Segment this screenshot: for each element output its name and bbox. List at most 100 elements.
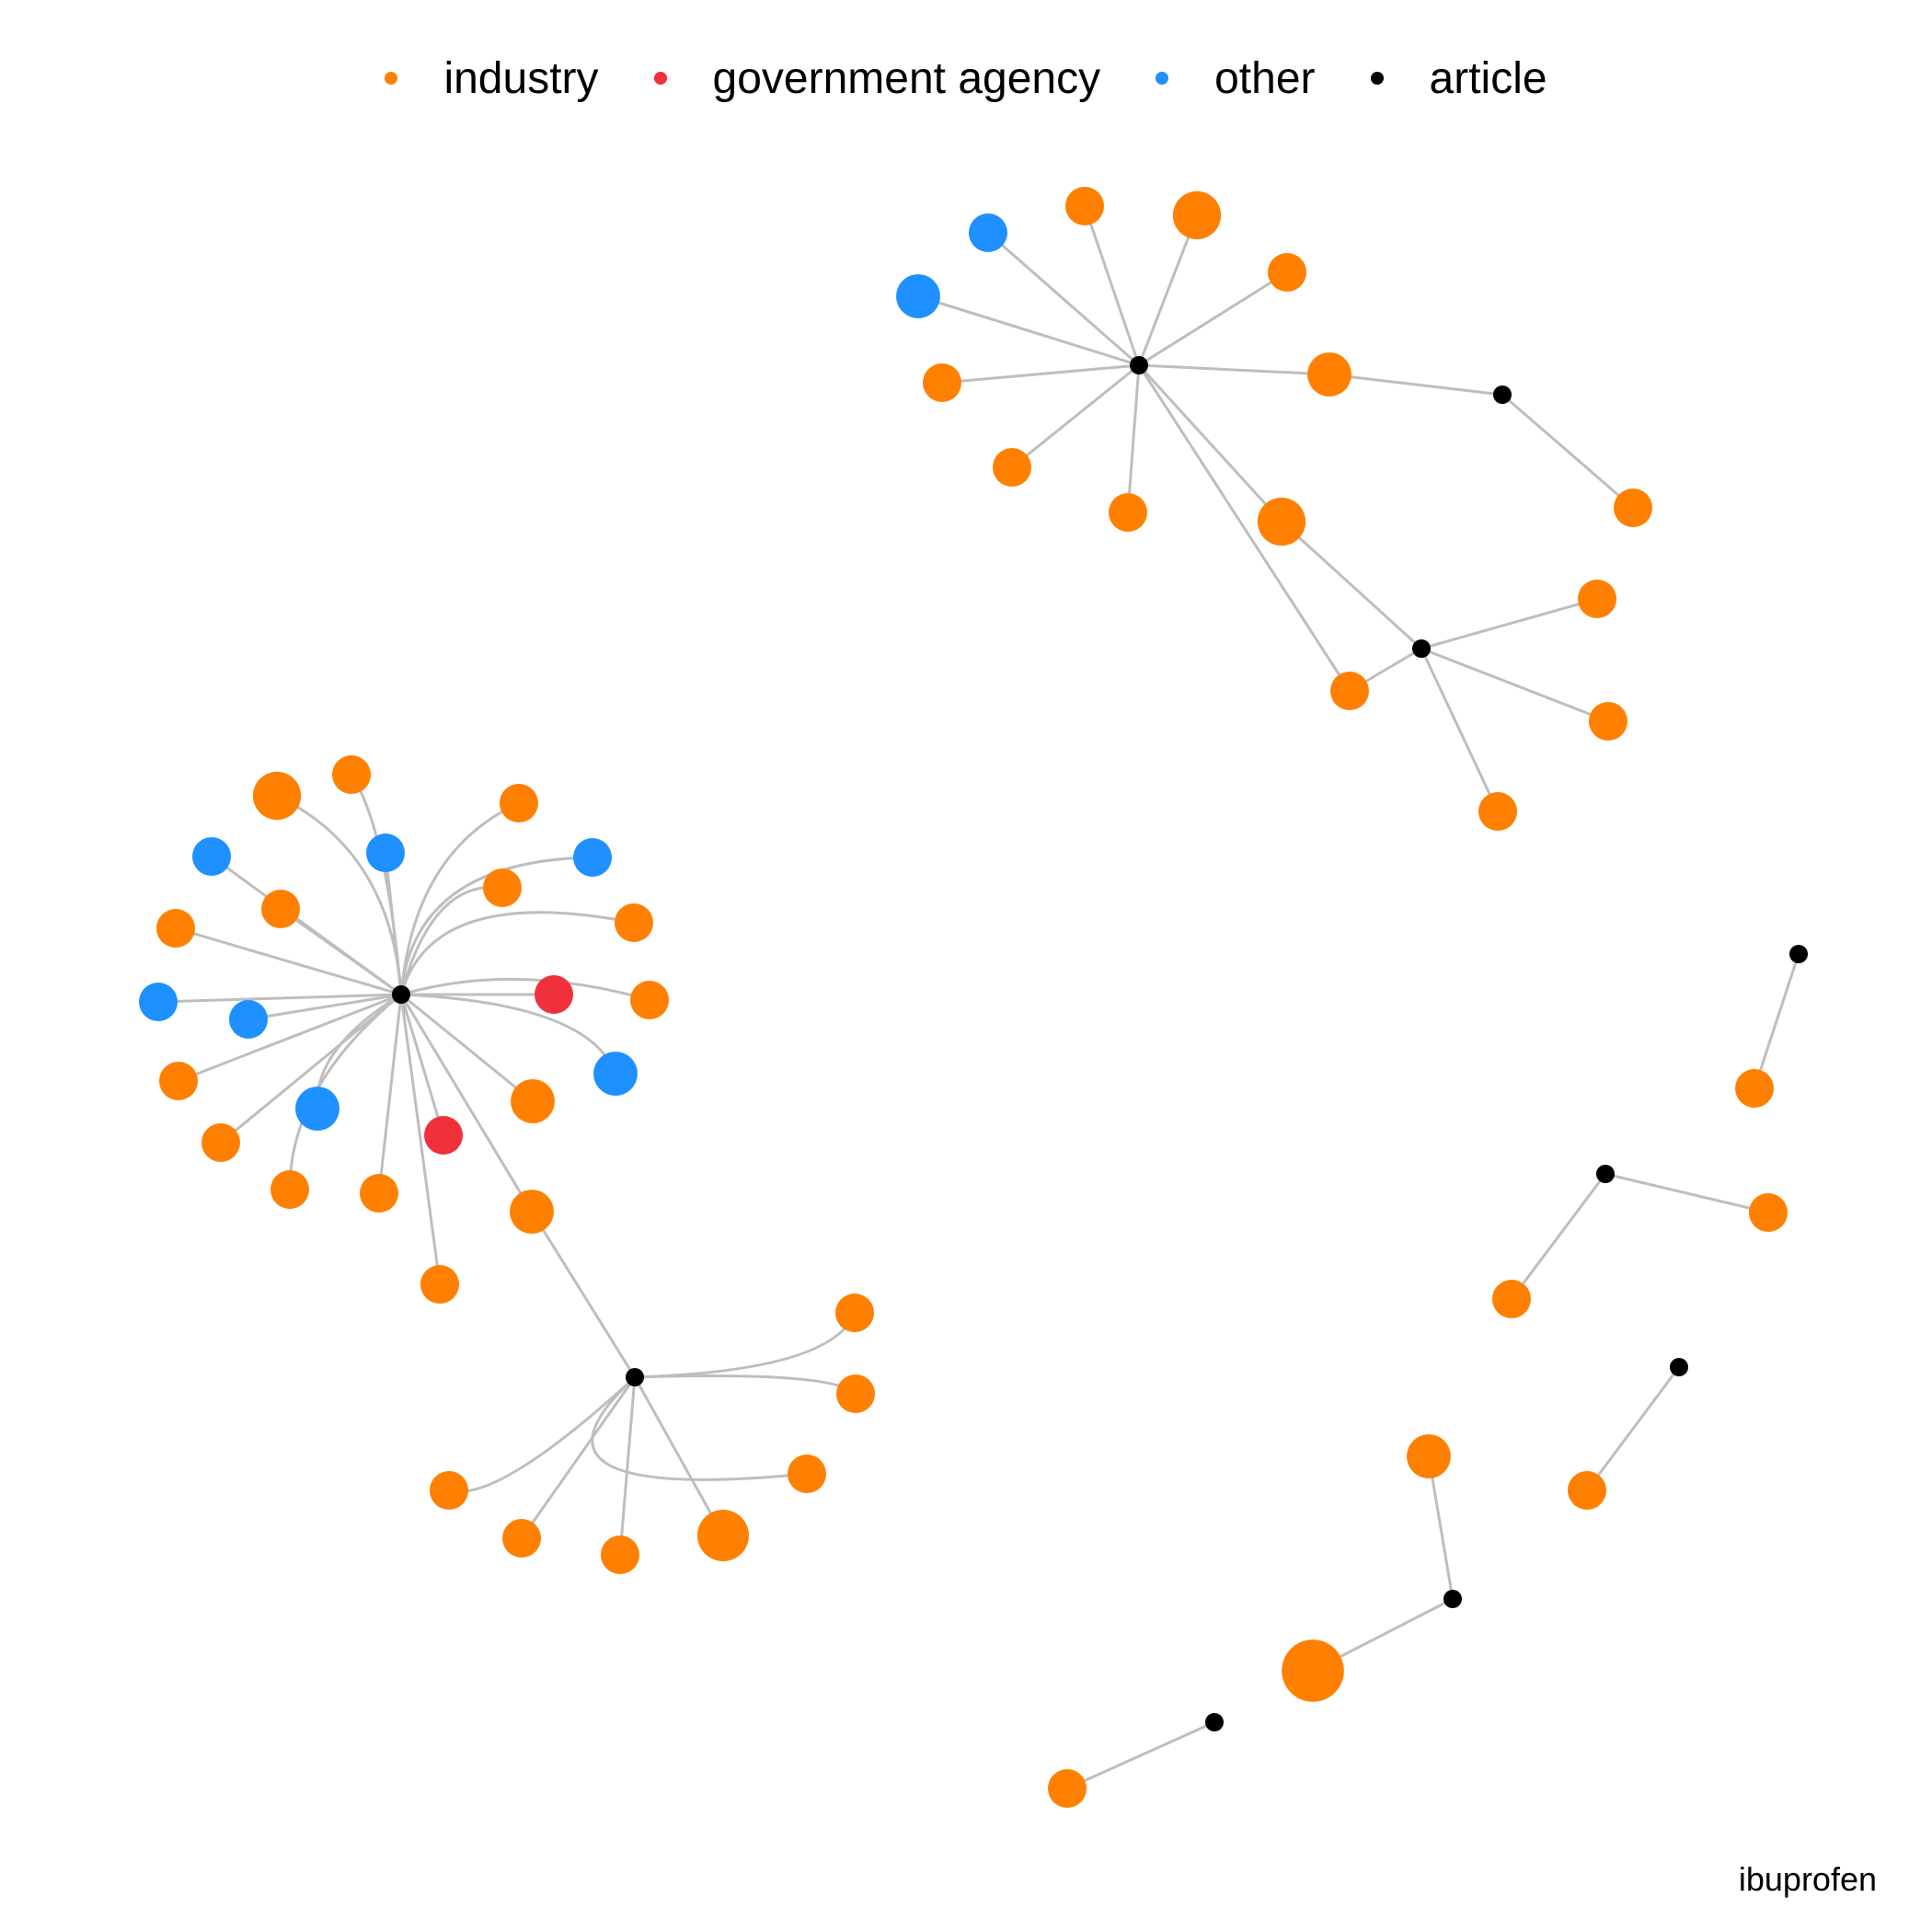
edge-A1-b1 bbox=[350, 774, 403, 995]
edge-A1-b10 bbox=[175, 926, 402, 996]
edge-A2-c4 bbox=[448, 1375, 637, 1493]
node-b22 bbox=[360, 1174, 398, 1213]
node-A8 bbox=[1670, 1358, 1688, 1376]
node-A2 bbox=[626, 1368, 644, 1386]
node-A9 bbox=[1443, 1590, 1462, 1608]
node-b14 bbox=[535, 975, 573, 1014]
node-t2 bbox=[1065, 187, 1104, 225]
node-b17 bbox=[201, 1123, 240, 1162]
node-c5 bbox=[502, 1519, 541, 1558]
edge-A3-t2 bbox=[1083, 205, 1141, 366]
edge-A1-b17 bbox=[220, 993, 402, 1144]
node-b7 bbox=[573, 838, 612, 877]
node-b23 bbox=[420, 1265, 459, 1304]
edge-A3-t6 bbox=[941, 363, 1140, 385]
node-A10 bbox=[1205, 1713, 1224, 1731]
node-A3 bbox=[1130, 356, 1148, 374]
node-b19 bbox=[270, 1170, 309, 1209]
edge-A1-b4 bbox=[384, 852, 403, 995]
edge-A10-s7 bbox=[1066, 1720, 1215, 1790]
edge-A2-b24 bbox=[530, 1211, 637, 1378]
edge-A2-c1 bbox=[634, 1312, 857, 1379]
node-t13 bbox=[1578, 580, 1616, 618]
node-t8 bbox=[993, 448, 1031, 487]
node-b24 bbox=[510, 1190, 554, 1234]
edge-A3-t8 bbox=[1011, 363, 1140, 469]
node-b21 bbox=[424, 1116, 463, 1155]
graph-caption: ibuprofen bbox=[1738, 1860, 1877, 1898]
edge-A1-b15 bbox=[178, 993, 402, 1083]
node-t4 bbox=[1268, 253, 1306, 292]
node-A4 bbox=[1493, 385, 1512, 404]
node-c7 bbox=[697, 1510, 749, 1561]
edge-A1-b6 bbox=[399, 911, 635, 995]
edge-A5-t15 bbox=[1420, 648, 1500, 812]
node-A6 bbox=[1789, 945, 1808, 963]
legend-label-article: article bbox=[1429, 53, 1547, 103]
node-b13 bbox=[229, 1000, 268, 1039]
node-b9 bbox=[261, 890, 300, 928]
node-c2 bbox=[836, 1374, 875, 1413]
legend-dot-article bbox=[1370, 72, 1384, 85]
node-b8 bbox=[192, 837, 231, 876]
edge-A2-c7 bbox=[633, 1376, 725, 1536]
legend-label-industry: industry bbox=[443, 53, 599, 103]
legend-dot-industry bbox=[385, 72, 398, 85]
edge-A5-t10 bbox=[1280, 520, 1423, 650]
node-t6 bbox=[923, 363, 961, 402]
node-c4 bbox=[430, 1471, 468, 1510]
legend-item-other: other bbox=[1156, 53, 1316, 104]
legend-item-industry: industry bbox=[385, 53, 599, 104]
node-b1 bbox=[332, 755, 371, 794]
node-t12 bbox=[1614, 489, 1652, 527]
node-c6 bbox=[601, 1535, 639, 1574]
nodes-layer bbox=[139, 187, 1808, 1808]
legend-item-government-agency: government agency bbox=[653, 53, 1101, 104]
legend-label-government-agency: government agency bbox=[712, 53, 1101, 103]
node-b4 bbox=[366, 834, 405, 872]
legend: industry government agency other article bbox=[0, 46, 1932, 110]
edge-A2-c3 bbox=[591, 1375, 808, 1481]
edge-A5-t14 bbox=[1420, 647, 1609, 723]
legend-item-article: article bbox=[1370, 53, 1547, 104]
node-c3 bbox=[788, 1455, 826, 1493]
node-t15 bbox=[1478, 792, 1517, 831]
edge-A1-b16 bbox=[400, 993, 617, 1075]
edge-A3-t3 bbox=[1137, 214, 1199, 366]
edge-A2-c2 bbox=[634, 1374, 857, 1396]
edge-A1-b21 bbox=[399, 994, 445, 1136]
edge-A1-b23 bbox=[399, 994, 442, 1285]
node-t3 bbox=[1172, 190, 1222, 240]
node-b2 bbox=[252, 771, 302, 821]
node-t7 bbox=[1307, 352, 1351, 397]
edge-A2-c6 bbox=[618, 1376, 637, 1556]
edge-A9-s5 bbox=[1427, 1455, 1455, 1600]
node-s1 bbox=[1735, 1069, 1774, 1108]
edge-A6-s1 bbox=[1753, 953, 1800, 1089]
edge-A3-t7 bbox=[1138, 363, 1330, 376]
node-s4 bbox=[1568, 1471, 1606, 1510]
node-t14 bbox=[1589, 702, 1627, 741]
edge-A3-t1 bbox=[987, 231, 1140, 367]
node-b11 bbox=[630, 981, 669, 1019]
edge-A1-b13 bbox=[247, 993, 402, 1021]
legend-label-other: other bbox=[1214, 53, 1316, 103]
edge-A4-t7 bbox=[1328, 373, 1503, 397]
node-b16 bbox=[593, 1052, 638, 1096]
node-b5 bbox=[483, 868, 522, 907]
node-A5 bbox=[1412, 639, 1431, 658]
node-A7 bbox=[1596, 1165, 1615, 1183]
node-s5 bbox=[1407, 1434, 1451, 1478]
legend-dot-other bbox=[1156, 72, 1169, 85]
edge-A3-t11 bbox=[1137, 364, 1351, 692]
node-t11 bbox=[1330, 672, 1369, 710]
edge-A7-s3 bbox=[1510, 1173, 1607, 1300]
node-b12 bbox=[139, 983, 178, 1021]
edge-A1-b9 bbox=[280, 907, 402, 996]
edge-A5-t13 bbox=[1420, 597, 1598, 650]
node-b3 bbox=[500, 784, 538, 822]
edge-A1-b20 bbox=[400, 993, 534, 1103]
edge-A1-b12 bbox=[157, 993, 402, 1004]
node-s3 bbox=[1492, 1280, 1531, 1318]
